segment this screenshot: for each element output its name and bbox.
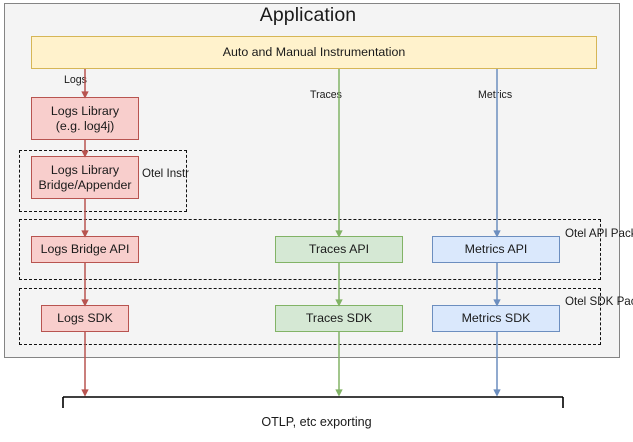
node-metrics-api[interactable]: Metrics API bbox=[432, 236, 560, 263]
edge-label-metrics: Metrics bbox=[478, 89, 513, 101]
group-label-line: API bbox=[588, 227, 608, 240]
node-traces-sdk[interactable]: Traces SDK bbox=[275, 305, 403, 332]
page-title: Application bbox=[259, 4, 357, 26]
group-otel-instr-label: Otel Instr bbox=[142, 166, 189, 181]
group-otel-instr bbox=[19, 150, 187, 212]
node-metrics-sdk[interactable]: Metrics SDK bbox=[432, 305, 560, 332]
node-label: Auto and Manual Instrumentation bbox=[222, 45, 406, 60]
group-label-line: Otel bbox=[565, 227, 587, 240]
group-otel-api-package-label: Otel API Package bbox=[565, 226, 633, 241]
node-label: Traces API bbox=[308, 242, 370, 257]
group-label-line: Otel bbox=[142, 167, 164, 180]
node-label: Logs SDK bbox=[57, 311, 113, 326]
node-label: Logs Library bbox=[50, 103, 120, 118]
group-otel-sdk-package bbox=[19, 288, 601, 345]
node-auto-manual-instrumentation[interactable]: Auto and Manual Instrumentation bbox=[31, 36, 597, 69]
group-label-line: Package bbox=[610, 227, 633, 240]
edge-label-logs: Logs bbox=[64, 74, 87, 86]
node-label: Metrics API bbox=[464, 242, 528, 257]
group-label-line: Package bbox=[616, 295, 633, 308]
node-label: Logs Library bbox=[50, 162, 120, 177]
node-label: (e.g. log4j) bbox=[55, 118, 115, 133]
export-caption: OTLP, etc exporting bbox=[261, 415, 372, 429]
group-otel-sdk-package-label: Otel SDK Package bbox=[565, 294, 633, 309]
export-bracket bbox=[62, 396, 564, 408]
node-label: Traces SDK bbox=[305, 311, 373, 326]
node-logs-library[interactable]: Logs Library (e.g. log4j) bbox=[31, 97, 139, 140]
edge-label-traces: Traces bbox=[310, 89, 342, 101]
group-otel-api-package bbox=[19, 219, 601, 280]
node-label: Metrics SDK bbox=[461, 311, 531, 326]
node-logs-bridge-api[interactable]: Logs Bridge API bbox=[31, 236, 139, 263]
group-label-line: Instr bbox=[166, 167, 190, 180]
node-traces-api[interactable]: Traces API bbox=[275, 236, 403, 263]
group-label-line: SDK bbox=[589, 295, 614, 308]
node-label: Bridge/Appender bbox=[38, 177, 132, 192]
node-logs-sdk[interactable]: Logs SDK bbox=[41, 305, 129, 332]
group-label-line: Otel bbox=[565, 295, 587, 308]
node-label: Logs Bridge API bbox=[40, 242, 130, 257]
node-logs-library-bridge-appender[interactable]: Logs Library Bridge/Appender bbox=[31, 156, 139, 199]
